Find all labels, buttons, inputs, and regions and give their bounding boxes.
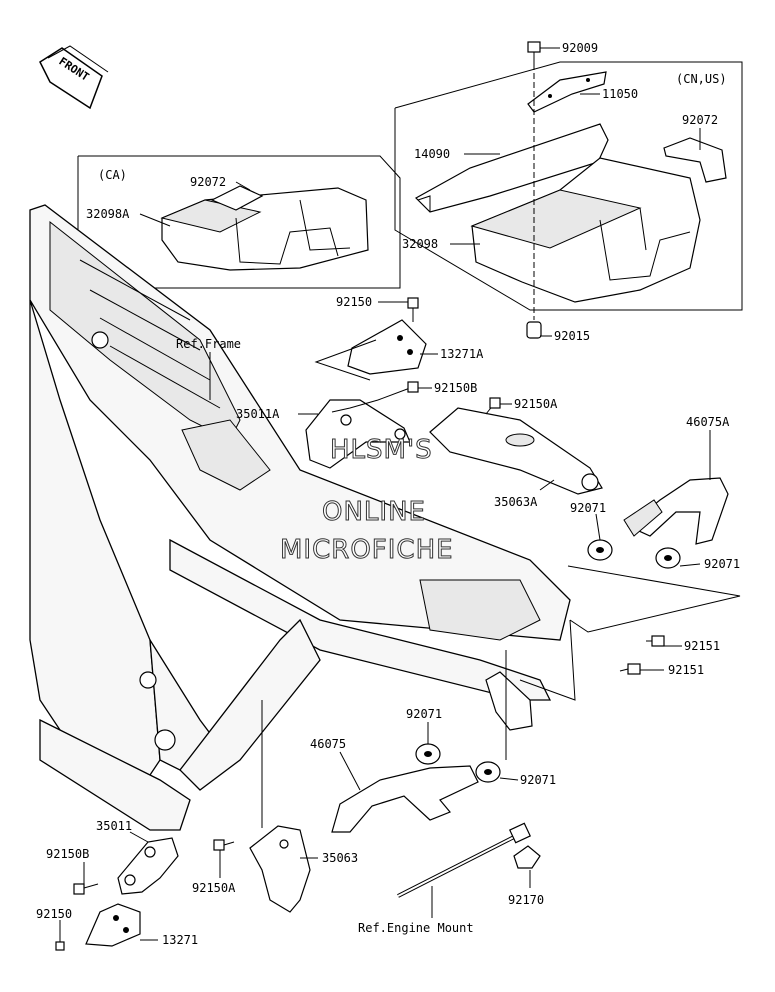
bolt-92150B-top [377,381,419,401]
label-92072-ca: 92072 [190,175,226,189]
label-92150B-top: 92150B [434,381,477,395]
bracket-35011A [305,399,411,469]
label-35063: 35063 [322,851,358,865]
label-92071-d: 92071 [520,773,556,787]
label-92151-a: 92151 [684,639,720,653]
label-46075A: 46075A [686,415,730,429]
battery-strap-us [663,137,727,183]
label-92071-a: 92071 [570,501,606,515]
battery-strap-ca [210,185,264,211]
collar-92071-a [587,539,613,561]
footpeg-bar-46075A [623,477,729,545]
bolt-92151-a [646,635,665,647]
front-arrow-icon: FRONT [39,45,109,110]
label-35063A: 35063A [494,495,538,509]
label-46075: 46075 [310,737,346,751]
label-92072-us: 92072 [682,113,718,127]
ca-inset: (CA) [77,155,401,289]
label-92170: 92170 [508,893,544,907]
ca-inset-label: (CA) [98,168,127,182]
bolt-92009 [527,41,541,64]
part-labels: 92009 11050 92072 14090 32098 92015 9207… [36,41,740,947]
label-92071-b: 92071 [704,557,740,571]
collar-92071-d [475,761,501,783]
bolt-92150-top [407,297,419,322]
label-92150B-bottom: 92150B [46,847,89,861]
bracket-35011 [117,837,179,895]
leader-lines [59,47,711,942]
engine-mount-bolt [397,822,532,898]
bracket-left-side [485,671,533,731]
battery-case [470,157,701,303]
bolt-92150-bottom [55,941,65,951]
label-32098A: 32098A [86,207,130,221]
collar-92071-c [415,743,441,765]
collar-92071-b [655,547,681,569]
bolt-92150B-bottom [73,883,99,895]
watermark-line-2: ONLINE [322,497,426,527]
bolt-92151-b [619,663,641,675]
label-92150A-bottom: 92150A [192,881,236,895]
battery-cover-ca [160,187,369,271]
label-92150A-top: 92150A [514,397,558,411]
watermark: HLSM'S ONLINE MICROFICHE [280,435,454,566]
label-13271A: 13271A [440,347,484,361]
ref-frame-label: Ref.Frame [176,337,241,351]
bracket-13271 [85,903,141,947]
label-92151-b: 92151 [668,663,704,677]
watermark-line-3: MICROFICHE [280,535,454,565]
label-32098: 32098 [402,237,438,251]
battery-case-cover [415,123,609,213]
ref-engine-mount-label: Ref.Engine Mount [358,921,474,935]
label-92071-c: 92071 [406,707,442,721]
cn-us-inset: (CN,US) [394,41,743,339]
bolt-92150A-bottom [213,839,235,851]
label-11050: 11050 [602,87,638,101]
label-92150-bottom: 92150 [36,907,72,921]
label-92009: 92009 [562,41,598,55]
label-13271: 13271 [162,933,198,947]
bracket-11050 [527,71,607,113]
label-92150-top: 92150 [336,295,372,309]
label-35011A: 35011A [236,407,280,421]
frame-structure [29,204,571,831]
label-35011: 35011 [96,819,132,833]
nut-92170 [513,845,541,869]
bracket-35063A [429,407,603,495]
footpeg-bar-46075 [331,765,479,833]
cn-us-inset-label: (CN,US) [676,72,727,86]
label-92015: 92015 [554,329,590,343]
bolt-92150A-top [485,397,501,415]
watermark-line-1: HLSM'S [330,435,433,465]
label-14090: 14090 [414,147,450,161]
grommet-92015 [526,321,542,339]
bracket-35063 [249,825,311,913]
bracket-13271A [347,319,427,375]
